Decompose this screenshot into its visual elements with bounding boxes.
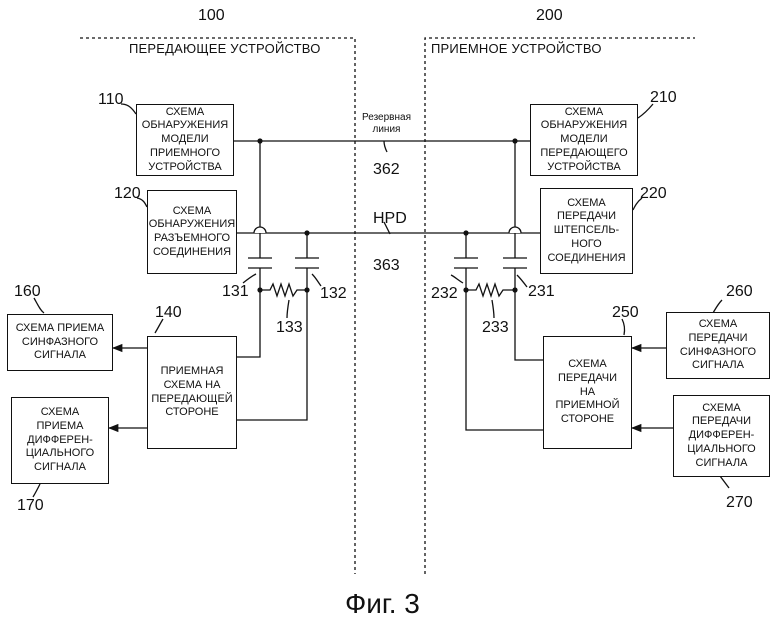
cap-131 [248,257,272,269]
ref-cap-232: 232 [431,285,458,302]
ref-cap-132: 132 [320,285,347,302]
ref-210: 210 [650,89,677,106]
block-210-transmitter-model-detection: СХЕМА ОБНАРУЖЕНИЯ МОДЕЛИ ПЕРЕДАЮЩЕГО УСТ… [530,104,638,176]
block-160-common-mode-receiver: СХЕМА ПРИЕМА СИНФАЗНОГО СИГНАЛА [7,314,113,371]
crossover-left [253,226,267,234]
hpd-ref: 363 [373,257,400,274]
receiver-ref: 200 [536,7,563,24]
crossover-right [508,226,522,234]
block-120-connector-detection: СХЕМА ОБНАРУЖЕНИЯ РАЗЪЕМНОГО СОЕДИНЕНИЯ [147,190,237,274]
node-reserve-left [257,138,263,144]
node-hpd-left [304,230,310,236]
reserve-line-ref: 362 [373,161,400,178]
block-260-common-mode-transmitter: СХЕМА ПЕРЕДАЧИ СИНФАЗНОГО СИГНАЛА [666,312,770,379]
block-140-tx-side-receiver: ПРИЕМНАЯ СХЕМА НА ПЕРЕДАЮЩЕЙ СТОРОНЕ [147,336,237,449]
receiver-boundary [424,37,695,574]
ref-140: 140 [155,304,182,321]
ref-120: 120 [114,185,141,202]
cap-232 [454,257,478,269]
resistor-133 [260,281,307,299]
receiver-title: ПРИЕМНОЕ УСТРОЙСТВО [431,41,602,56]
ref-resistor-233: 233 [482,319,509,336]
resistor-233 [466,281,515,299]
ref-cap-131: 131 [222,283,249,300]
ref-250: 250 [612,304,639,321]
node-hpd-right [463,230,469,236]
cap-231 [503,257,527,269]
ref-270: 270 [726,494,753,511]
ref-cap-231: 231 [528,283,555,300]
block-170-differential-receiver: СХЕМА ПРИЕМА ДИФФЕРЕН- ЦИАЛЬНОГО СИГНАЛА [11,397,109,484]
ref-170: 170 [17,497,44,514]
ref-160: 160 [14,283,41,300]
hpd-label: HPD [373,210,407,227]
block-270-differential-transmitter: СХЕМА ПЕРЕДАЧИ ДИФФЕРЕН- ЦИАЛЬНОГО СИГНА… [673,395,770,477]
block-250-rx-side-transmitter: СХЕМА ПЕРЕДАЧИ НА ПРИЕМНОЙ СТОРОНЕ [543,336,632,449]
ref-110: 110 [98,91,124,108]
transmitter-boundary [80,37,356,574]
cap-132 [295,257,319,269]
block-220-plug-connection-transmitter: СХЕМА ПЕРЕДАЧИ ШТЕПСЕЛЬ- НОГО СОЕДИНЕНИЯ [540,188,633,274]
reserve-line-label: Резервная линия [362,112,411,135]
transmitter-ref: 100 [198,7,225,24]
block-110-receiver-model-detection: СХЕМА ОБНАРУЖЕНИЯ МОДЕЛИ ПРИЕМНОГО УСТРО… [136,104,234,176]
ref-resistor-133: 133 [276,319,303,336]
ref-260: 260 [726,283,753,300]
ref-220: 220 [640,185,667,202]
figure-caption: Фиг. 3 [345,588,420,619]
node-reserve-right [512,138,518,144]
transmitter-title: ПЕРЕДАЮЩЕЕ УСТРОЙСТВО [129,41,321,56]
